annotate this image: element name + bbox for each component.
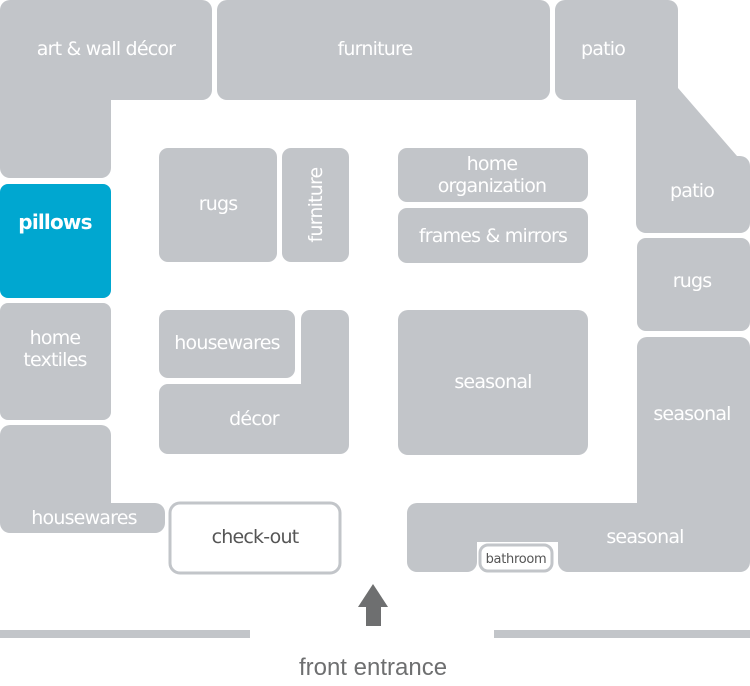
dept-housewares-center[interactable]: housewares [159, 310, 295, 378]
arrow-up-icon [358, 584, 388, 626]
dept-patio[interactable]: patio patio [555, 0, 750, 233]
dept-label: seasonal [653, 403, 730, 425]
dept-rugs-right[interactable]: rugs [637, 238, 750, 331]
dept-label: textiles [23, 349, 86, 371]
bathroom[interactable]: bathroom [478, 543, 554, 573]
dept-home-textiles[interactable]: home textiles [0, 303, 111, 420]
dept-label: pillows [18, 210, 91, 234]
entrance-label: front entrance [299, 654, 447, 681]
dept-furniture-top[interactable]: furniture [217, 0, 550, 100]
dept-label: housewares [31, 507, 136, 529]
dept-label: furniture [338, 38, 413, 60]
bathroom-label: bathroom [486, 552, 547, 567]
dept-seasonal-right[interactable]: seasonal seasonal [407, 337, 750, 572]
dept-housewares-left[interactable]: housewares [0, 425, 165, 533]
dept-label: seasonal [454, 371, 531, 393]
dept-label: seasonal [606, 526, 683, 548]
wall-right [494, 630, 750, 638]
dept-frames-mirrors[interactable]: frames & mirrors [398, 208, 588, 263]
dept-home-organization[interactable]: home organization [398, 148, 588, 202]
dept-label: patio [581, 38, 625, 60]
dept-seasonal-center[interactable]: seasonal [398, 310, 588, 455]
dept-label: art & wall décor [37, 38, 176, 60]
dept-pillows[interactable]: pillows [0, 184, 111, 298]
dept-label: housewares [174, 332, 279, 354]
dept-label: rugs [673, 270, 712, 292]
dept-label: home [30, 327, 81, 349]
dept-label: organization [438, 175, 547, 197]
checkout[interactable]: check-out [168, 501, 342, 575]
dept-label: frames & mirrors [419, 225, 567, 247]
dept-label: rugs [199, 193, 238, 215]
dept-art-wall-decor[interactable]: art & wall décor [0, 0, 212, 178]
checkout-label: check-out [212, 526, 299, 548]
dept-rugs-center[interactable]: rugs [159, 148, 277, 262]
dept-decor[interactable]: décor [159, 310, 349, 454]
dept-label: home [467, 153, 518, 175]
dept-label: furniture [305, 167, 327, 242]
dept-label: patio [670, 180, 714, 202]
dept-furniture-center[interactable]: furniture [282, 148, 349, 262]
dept-label: décor [229, 408, 280, 430]
wall-left [0, 630, 250, 638]
